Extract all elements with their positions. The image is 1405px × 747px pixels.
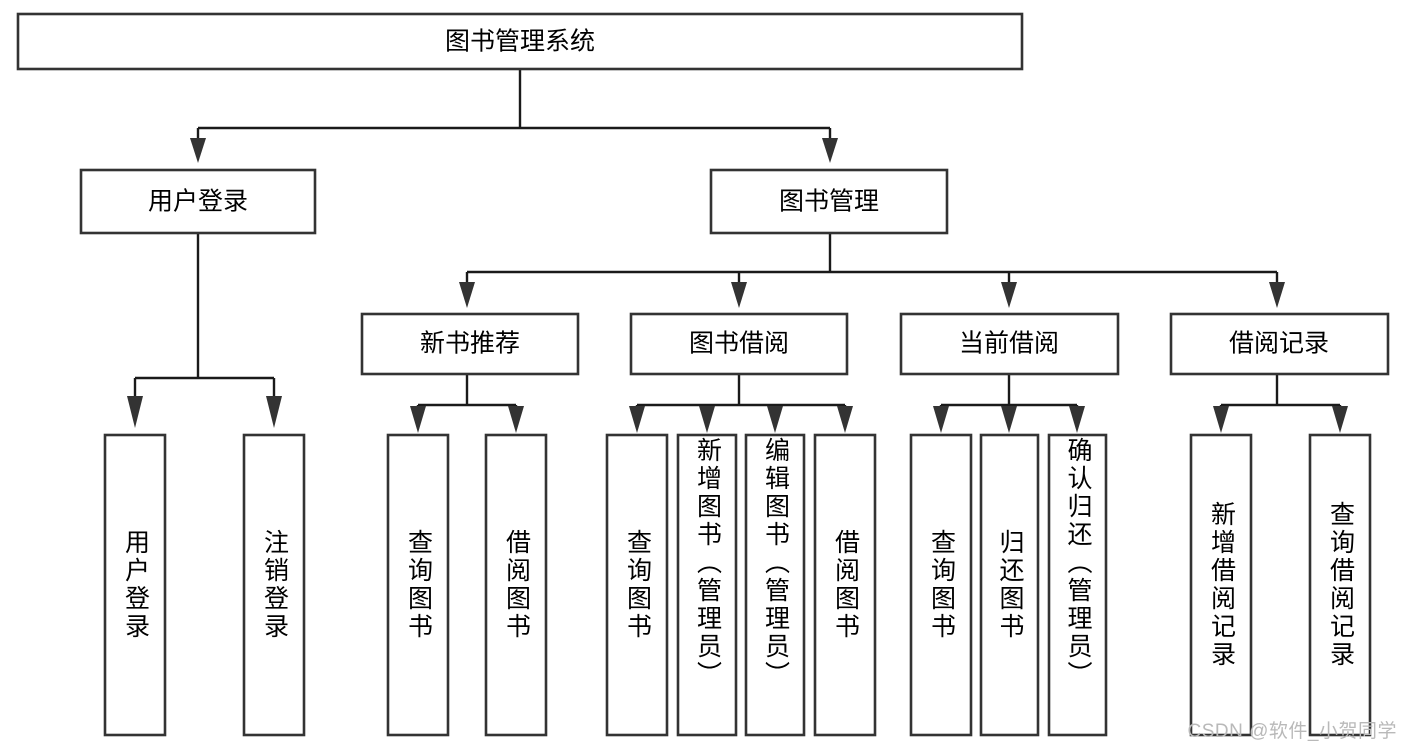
connector-group-book-manage-to-level3 bbox=[459, 233, 1285, 308]
arrow-head-nb-leaf1 bbox=[410, 406, 426, 433]
node-leaf-user-login[interactable] bbox=[103, 433, 167, 737]
node-user-login[interactable] bbox=[79, 168, 317, 235]
connector-group-book-borrow-leaves bbox=[629, 374, 853, 433]
node-leaf-bb-query-book[interactable] bbox=[605, 433, 669, 737]
arrow-head-bb-leaf3 bbox=[767, 406, 783, 433]
node-book-management[interactable] bbox=[709, 168, 949, 235]
arrow-head-borrow-record bbox=[1269, 282, 1285, 308]
node-leaf-bb-add-book[interactable] bbox=[676, 433, 738, 737]
arrow-head-cb-leaf2 bbox=[1001, 406, 1017, 433]
label-user-login: 用户登录 bbox=[148, 188, 248, 216]
node-book-borrow[interactable] bbox=[629, 312, 849, 376]
connector-group-current-borrow-leaves bbox=[933, 374, 1085, 433]
node-leaf-cb-return-book[interactable] bbox=[979, 433, 1040, 737]
arrow-head-bb-leaf4 bbox=[837, 406, 853, 433]
connector-group-root-to-level2 bbox=[190, 69, 838, 163]
watermark-text: CSDN @软件_小贺同学 bbox=[1187, 721, 1397, 742]
connector-group-user-login-leaves bbox=[127, 233, 282, 428]
arrow-head-br-leaf2 bbox=[1332, 406, 1348, 433]
label-book-management: 图书管理 bbox=[779, 188, 879, 216]
node-leaf-nb-query-book[interactable] bbox=[386, 433, 450, 737]
arrow-head-nb-leaf2 bbox=[508, 406, 524, 433]
arrow-head-cb-leaf1 bbox=[933, 406, 949, 433]
node-leaf-logout[interactable] bbox=[242, 433, 306, 737]
arrow-head-book-manage bbox=[822, 138, 838, 163]
node-leaf-br-query-record[interactable] bbox=[1308, 433, 1372, 737]
arrow-head-bb-leaf2 bbox=[699, 406, 715, 433]
label-borrow-record: 借阅记录 bbox=[1229, 330, 1329, 358]
arrow-head-new-book bbox=[459, 282, 475, 308]
connector-group-borrow-record-leaves bbox=[1213, 374, 1348, 433]
arrow-head-leaf-logout bbox=[266, 396, 282, 428]
node-leaf-cb-query-book[interactable] bbox=[909, 433, 973, 737]
node-root-book-management-system[interactable] bbox=[16, 12, 1024, 71]
node-leaf-br-add-record[interactable] bbox=[1189, 433, 1253, 737]
arrow-head-book-borrow bbox=[731, 282, 747, 308]
label-current-borrow: 当前借阅 bbox=[959, 330, 1059, 358]
arrow-head-user-login bbox=[190, 138, 206, 163]
node-leaf-bb-borrow-book[interactable] bbox=[813, 433, 877, 737]
node-new-book-recommend[interactable] bbox=[360, 312, 580, 376]
node-borrow-record[interactable] bbox=[1169, 312, 1390, 376]
label-book-borrow: 图书借阅 bbox=[689, 330, 789, 358]
connector-group-new-book-leaves bbox=[410, 374, 524, 433]
node-leaf-cb-confirm-return[interactable] bbox=[1047, 433, 1108, 737]
arrow-head-bb-leaf1 bbox=[629, 406, 645, 433]
node-current-borrow[interactable] bbox=[899, 312, 1120, 376]
label-root: 图书管理系统 bbox=[445, 28, 595, 56]
arrow-head-br-leaf1 bbox=[1213, 406, 1229, 433]
node-leaf-nb-borrow-book[interactable] bbox=[484, 433, 548, 737]
arrow-head-leaf-user-login bbox=[127, 396, 143, 428]
arrow-head-current-borrow bbox=[1001, 282, 1017, 308]
node-leaf-bb-edit-book[interactable] bbox=[744, 433, 806, 737]
label-new-book-recommend: 新书推荐 bbox=[420, 330, 520, 358]
arrow-head-cb-leaf3 bbox=[1069, 406, 1085, 433]
